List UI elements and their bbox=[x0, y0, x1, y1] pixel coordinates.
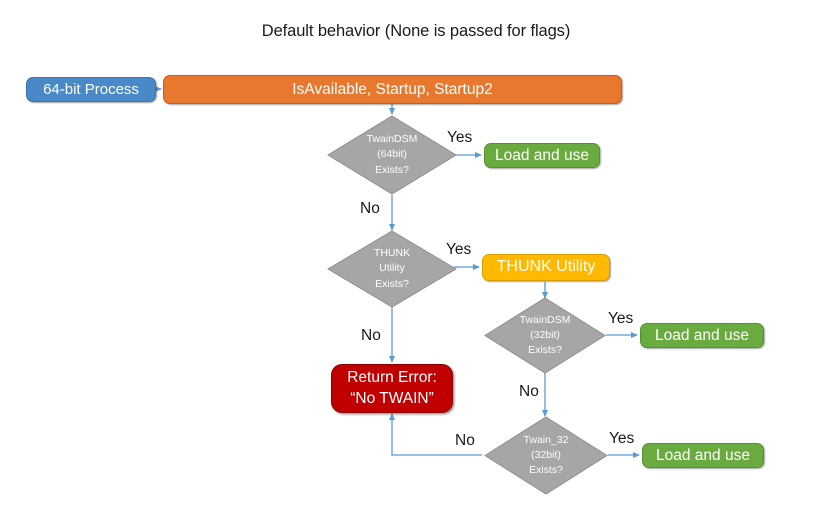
diamond-shape-icon bbox=[484, 416, 608, 495]
branch-label-thunk-yes: Yes bbox=[446, 241, 472, 258]
decision-twaindsm-64bit[interactable]: TwainDSM (64bit) Exists? bbox=[327, 115, 457, 195]
node-api-bar[interactable]: IsAvailable, Startup, Startup2 bbox=[163, 75, 622, 104]
decision-line-1: THUNK bbox=[373, 247, 411, 260]
decision-line-1: TwainDSM bbox=[519, 313, 571, 326]
decision-line-2: (32bit) bbox=[530, 328, 560, 341]
decision-line-2: (64bit) bbox=[377, 148, 407, 161]
decision-twaindsm-64bit-label: TwainDSM (64bit) Exists? bbox=[327, 115, 457, 195]
node-load-and-use-1[interactable]: Load and use bbox=[484, 143, 600, 168]
decision-line-2: Utility bbox=[379, 262, 405, 275]
return-error-line-2: “No TWAIN” bbox=[350, 389, 434, 407]
branch-label-twain32-no: No bbox=[455, 432, 475, 449]
decision-twaindsm-32bit-label: TwainDSM (32bit) Exists? bbox=[484, 297, 606, 374]
decision-line-2: (32bit) bbox=[531, 448, 561, 461]
branch-label-twaindsm64-no: No bbox=[360, 200, 380, 217]
node-thunk-utility[interactable]: THUNK Utility bbox=[482, 254, 610, 281]
node-load-and-use-3[interactable]: Load and use bbox=[642, 443, 764, 468]
decision-line-3: Exists? bbox=[375, 163, 409, 176]
decision-twain-32-label: Twain_32 (32bit) Exists? bbox=[484, 416, 608, 495]
branch-label-twain32-yes: Yes bbox=[609, 430, 635, 447]
node-64bit-process[interactable]: 64-bit Process bbox=[26, 77, 156, 102]
node-return-error[interactable]: Return Error: “No TWAIN” bbox=[331, 364, 453, 413]
branch-label-twaindsm32-no: No bbox=[519, 383, 539, 400]
branch-label-twaindsm64-yes: Yes bbox=[447, 129, 473, 146]
decision-twain-32[interactable]: Twain_32 (32bit) Exists? bbox=[484, 416, 608, 495]
decision-line-1: TwainDSM bbox=[366, 133, 418, 146]
node-load-and-use-2[interactable]: Load and use bbox=[640, 323, 764, 348]
branch-label-thunk-no: No bbox=[361, 327, 381, 344]
decision-line-3: Exists? bbox=[529, 464, 563, 477]
diamond-shape-icon bbox=[484, 297, 606, 374]
decision-line-1: Twain_32 bbox=[523, 433, 569, 446]
diamond-shape-icon bbox=[327, 115, 457, 195]
decision-thunk-utility-label: THUNK Utility Exists? bbox=[327, 230, 457, 308]
decision-line-3: Exists? bbox=[375, 277, 409, 290]
decision-line-3: Exists? bbox=[528, 344, 562, 357]
branch-label-twaindsm32-yes: Yes bbox=[608, 310, 634, 327]
decision-twaindsm-32bit[interactable]: TwainDSM (32bit) Exists? bbox=[484, 297, 606, 374]
diamond-shape-icon bbox=[327, 230, 457, 308]
decision-thunk-utility[interactable]: THUNK Utility Exists? bbox=[327, 230, 457, 308]
page-title: Default behavior (None is passed for fla… bbox=[261, 22, 571, 40]
return-error-line-1: Return Error: bbox=[347, 369, 437, 387]
